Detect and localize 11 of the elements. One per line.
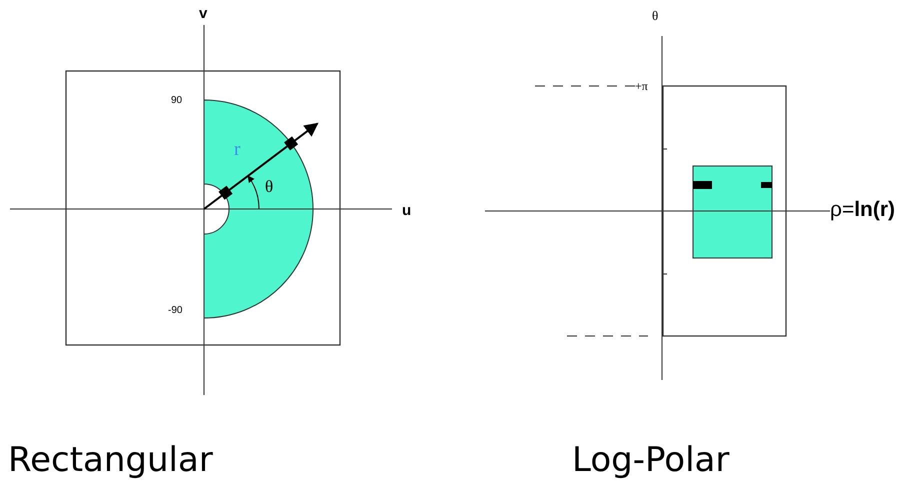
panel-caption: Rectangular xyxy=(8,443,213,477)
axis-label: u xyxy=(402,203,412,218)
axis-label: θ xyxy=(652,9,658,22)
axis-label: ρ=ln(r) xyxy=(830,199,896,220)
angle-label: θ xyxy=(265,178,274,195)
panel-caption: Log-Polar xyxy=(572,443,730,477)
axis-label: v xyxy=(199,6,208,21)
vector-label: r xyxy=(234,140,240,159)
tick-label: +π xyxy=(635,80,648,92)
tick-label: -90 xyxy=(168,306,182,316)
tick-label: 90 xyxy=(171,96,182,106)
